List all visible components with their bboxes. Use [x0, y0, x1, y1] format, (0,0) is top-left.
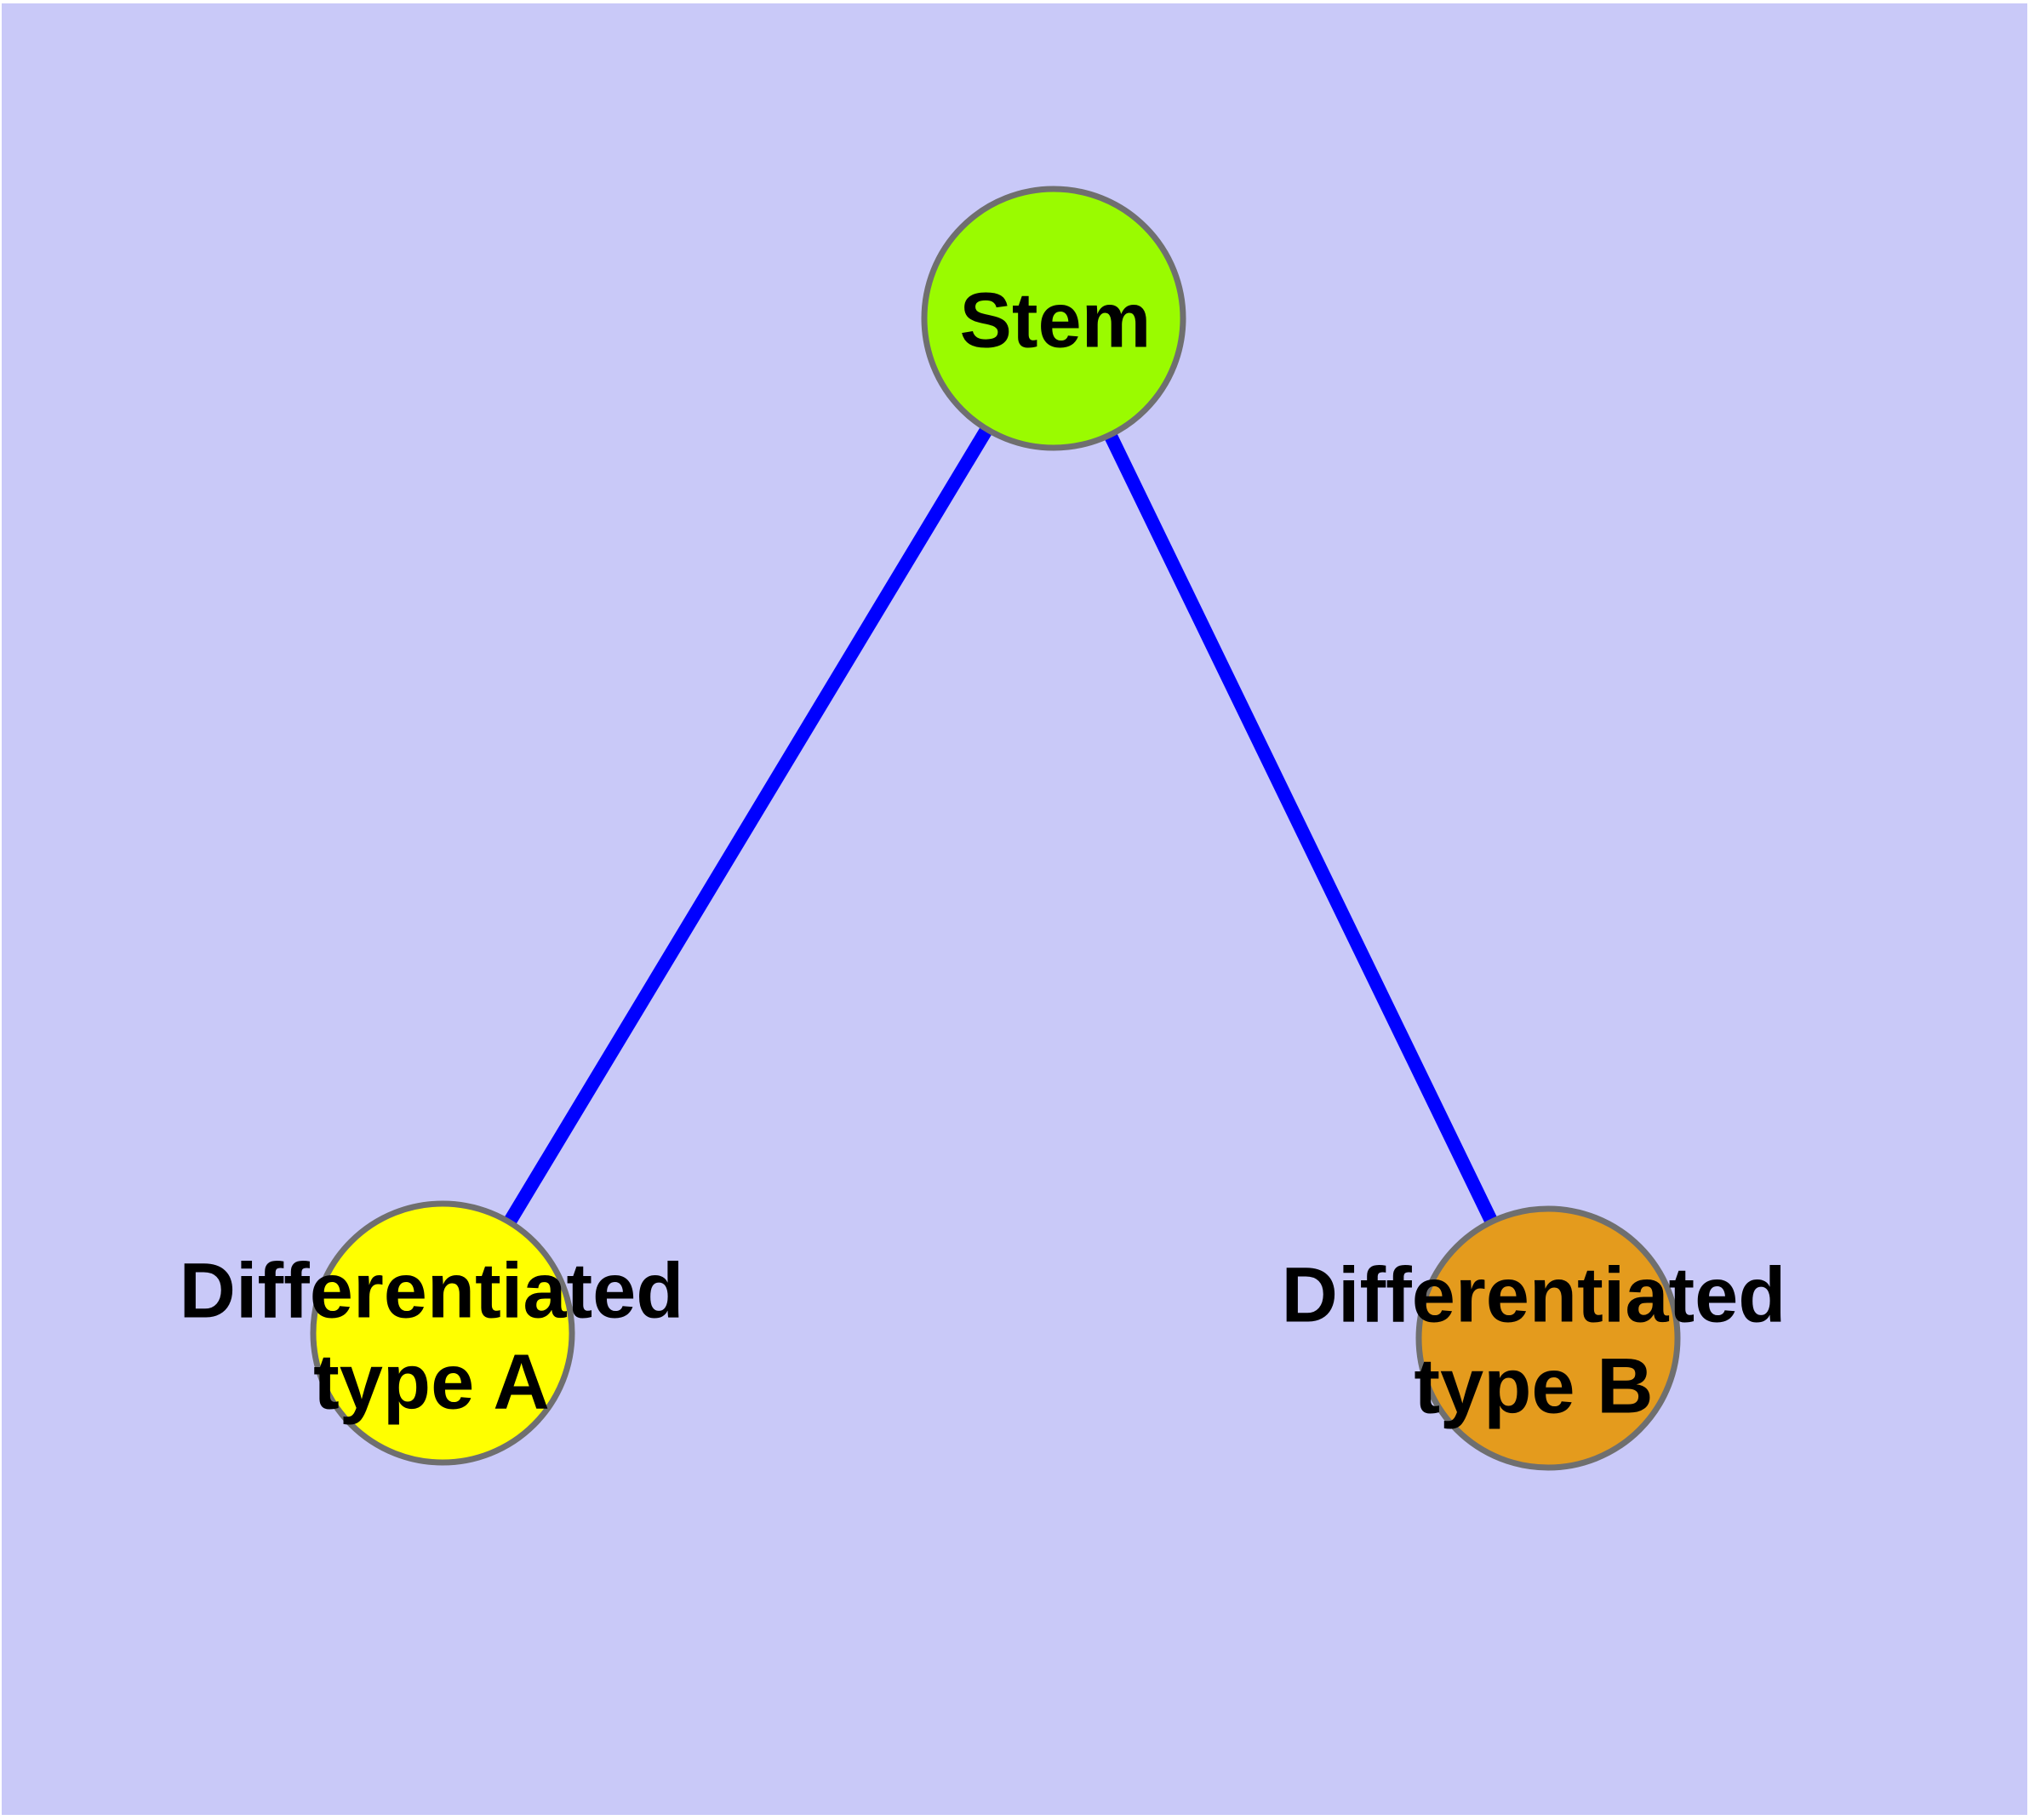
node-stem-circle — [921, 186, 1186, 451]
node-stem-label: Stem — [960, 276, 1152, 367]
node-stem-label-text: Stem — [959, 277, 1152, 364]
node-type-b-circle — [1415, 1205, 1681, 1471]
node-type-b-label-line2: type B — [1414, 1342, 1654, 1429]
node-type-a-label-line2: type A — [313, 1338, 550, 1425]
node-type-a-label-line1: Differentiated — [179, 1247, 684, 1335]
node-type-a-circle — [310, 1200, 575, 1466]
node-type-a-label: Differentiated type A — [180, 1245, 684, 1427]
node-type-b-label: Differentiated type B — [1282, 1250, 1786, 1431]
edge-stem-to-type-a — [437, 314, 1060, 1337]
edge-stem-to-type-b — [1047, 315, 1555, 1342]
node-type-b-label-line1: Differentiated — [1281, 1251, 1786, 1339]
